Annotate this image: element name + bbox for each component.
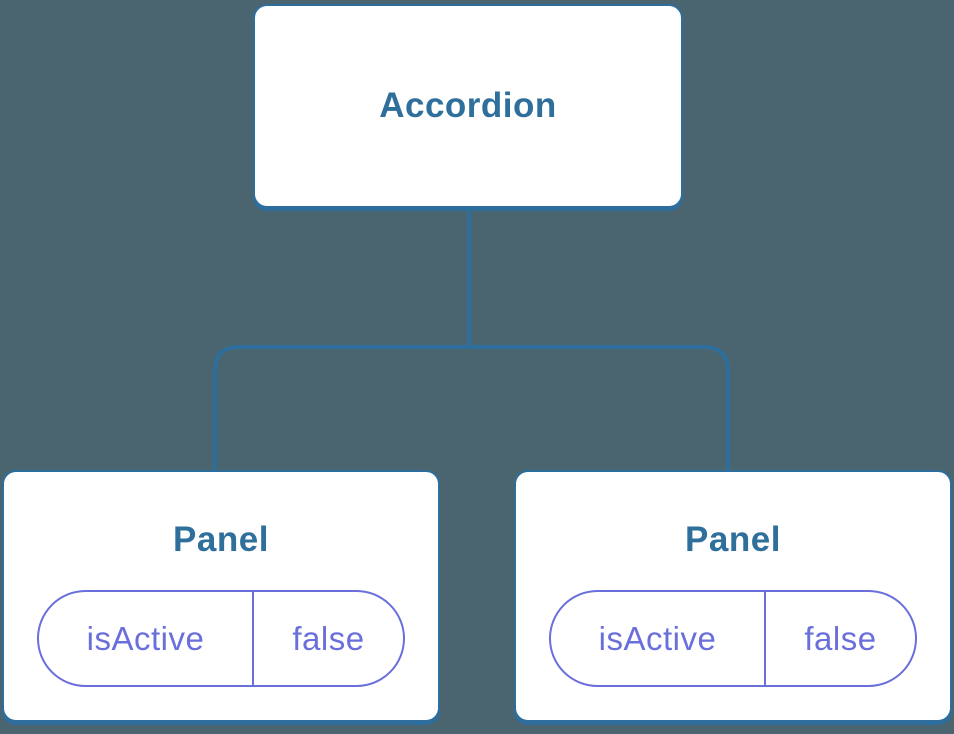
accordion-node-title: Accordion <box>379 86 557 125</box>
panel-node-title: Panel <box>685 520 781 559</box>
panel-node-right: Panel isActive false <box>514 470 952 722</box>
state-key: isActive <box>551 592 766 685</box>
state-key: isActive <box>39 592 254 685</box>
state-pill: isActive false <box>37 590 405 687</box>
connector-bracket <box>213 345 730 473</box>
state-value: false <box>804 619 877 657</box>
panel-node-left: Panel isActive false <box>2 470 440 722</box>
panel-node-title: Panel <box>173 520 269 559</box>
accordion-node: Accordion <box>253 4 683 208</box>
state-pill: isActive false <box>549 590 917 687</box>
state-value: false <box>292 619 365 657</box>
